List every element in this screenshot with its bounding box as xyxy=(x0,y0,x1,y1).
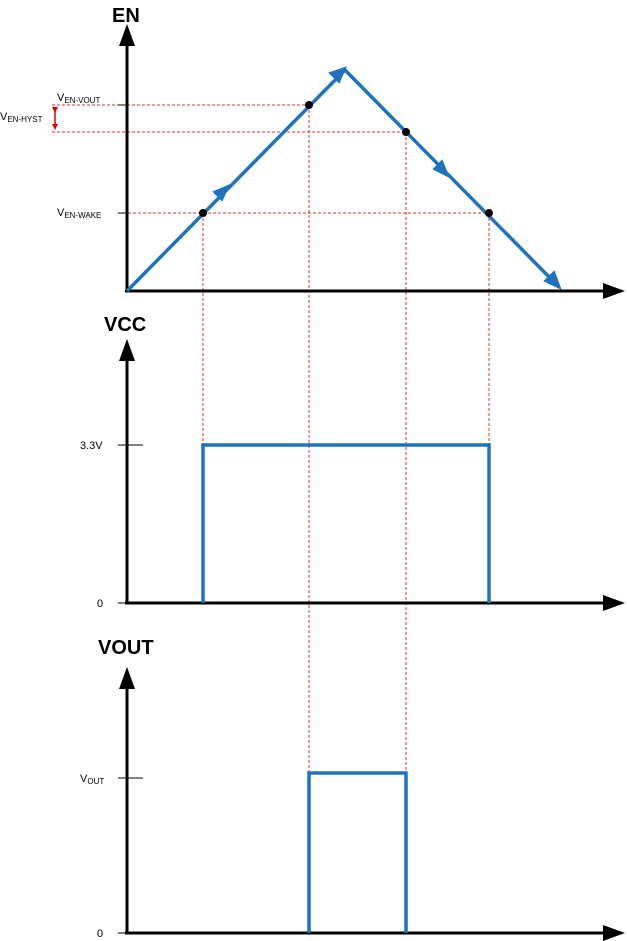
vcc-y-arrow-icon xyxy=(119,339,135,361)
en-axis-title: EN xyxy=(112,5,140,27)
guide-lines xyxy=(52,104,490,773)
label-vout-zero: 0 xyxy=(97,928,103,940)
label-vout-level-main: V xyxy=(80,773,88,785)
en-ramp-down-arrow-icon xyxy=(432,159,450,179)
marker-vout-fall xyxy=(402,128,410,136)
en-ramp-peak-arrow-icon xyxy=(328,66,347,84)
vcc-axis-title: VCC xyxy=(104,314,146,336)
label-vout-level-sub: OUT xyxy=(87,777,104,786)
label-vcc-level: 3.3V xyxy=(80,440,103,452)
label-en-vout-sub: EN-VOUT xyxy=(64,96,100,105)
vout-panel: VOUT VOUT 0 xyxy=(80,637,625,941)
vcc-x-arrow-icon xyxy=(603,595,625,611)
marker-wake-rise xyxy=(199,209,207,217)
en-x-arrow-icon xyxy=(603,283,625,299)
en-panel: EN VEN-VOUT VEN-HYST VEN-WAKE xyxy=(0,5,625,299)
label-en-hyst-sub: EN-HYST xyxy=(7,115,42,124)
label-en-hyst: VEN-HYST xyxy=(0,111,43,124)
label-vout-level: VOUT xyxy=(80,773,104,786)
en-ramp-end-arrow-icon xyxy=(543,270,562,290)
label-en-vout: VEN-VOUT xyxy=(57,92,100,105)
vcc-signal xyxy=(201,443,491,603)
label-en-wake-main: V xyxy=(57,207,65,219)
marker-wake-fall xyxy=(485,209,493,217)
label-en-hyst-main: V xyxy=(0,111,8,123)
vout-y-arrow-icon xyxy=(119,667,135,689)
vout-axis-title: VOUT xyxy=(98,637,154,659)
label-en-vout-main: V xyxy=(57,92,65,104)
label-en-wake-sub: EN-WAKE xyxy=(64,211,101,220)
en-ramp-signal xyxy=(125,67,560,293)
label-en-wake: VEN-WAKE xyxy=(57,207,101,220)
vcc-panel: VCC 3.3V 0 xyxy=(80,314,625,611)
vout-x-arrow-icon xyxy=(603,925,625,941)
label-vcc-zero: 0 xyxy=(97,598,103,610)
vout-signal xyxy=(307,771,408,933)
en-ramp-up-arrow-icon xyxy=(212,184,230,202)
en-y-arrow-icon xyxy=(119,24,135,46)
marker-vout-rise xyxy=(305,101,313,109)
